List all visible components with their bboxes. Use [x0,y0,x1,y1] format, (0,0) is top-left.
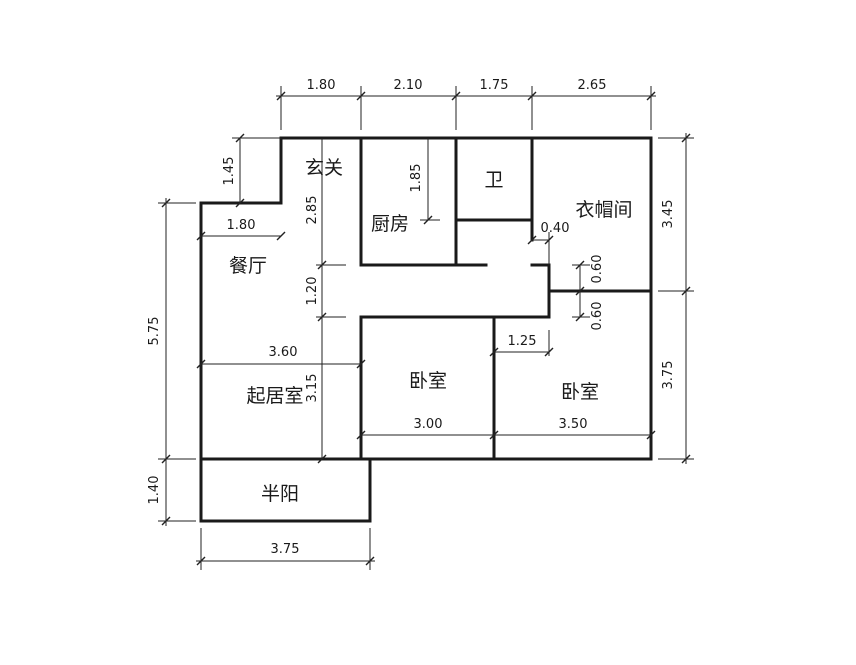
dim-corridor: 1.20 [305,277,320,306]
room-label-bath: 卫 [484,169,503,191]
top-dimension-chain [276,86,656,130]
dim-right-upper: 3.45 [661,200,676,229]
left-dimension-chain [158,198,196,526]
dim-kitchen-height: 1.85 [409,164,424,193]
right-dimension-chain [658,133,694,464]
dim-bath-door: 0.40 [541,221,570,236]
dim-bedroom2-notch: 1.25 [508,334,537,349]
dim-living-width: 3.60 [269,345,298,360]
dim-left-total: 5.75 [147,317,162,346]
dim-top-1: 1.80 [307,78,336,93]
dim-bottom-balcony: 3.75 [271,542,300,557]
dim-top-2: 2.10 [394,78,423,93]
outer-walls [199,136,653,523]
interior-dimensions [196,133,656,464]
room-label-dining: 餐厅 [229,255,267,277]
dim-dining-width: 1.80 [227,218,256,233]
room-label-bedroom-2: 卧室 [561,381,599,403]
interior-walls [359,136,653,461]
dim-right-lower: 3.75 [661,361,676,390]
dim-living-height: 3.15 [305,374,320,403]
room-label-bedroom-1: 卧室 [409,370,447,392]
dim-bedroom2-width: 3.50 [559,417,588,432]
dim-closet-gap-1: 0.60 [590,255,605,284]
dim-top-3: 1.75 [480,78,509,93]
room-label-living: 起居室 [246,385,303,407]
room-label-closet: 衣帽间 [575,199,632,221]
dim-top-4: 2.65 [578,78,607,93]
dim-left-balcony: 1.40 [147,476,162,505]
dim-bedroom1-width: 3.00 [414,417,443,432]
room-label-entry: 玄关 [305,157,343,179]
dim-closet-gap-2: 0.60 [590,302,605,331]
bottom-dimension [196,528,375,570]
dim-entry-height: 2.85 [305,196,320,225]
dim-entry-step: 1.45 [222,157,237,186]
room-label-kitchen: 厨房 [371,213,409,235]
room-label-balcony: 半阳 [261,483,299,505]
